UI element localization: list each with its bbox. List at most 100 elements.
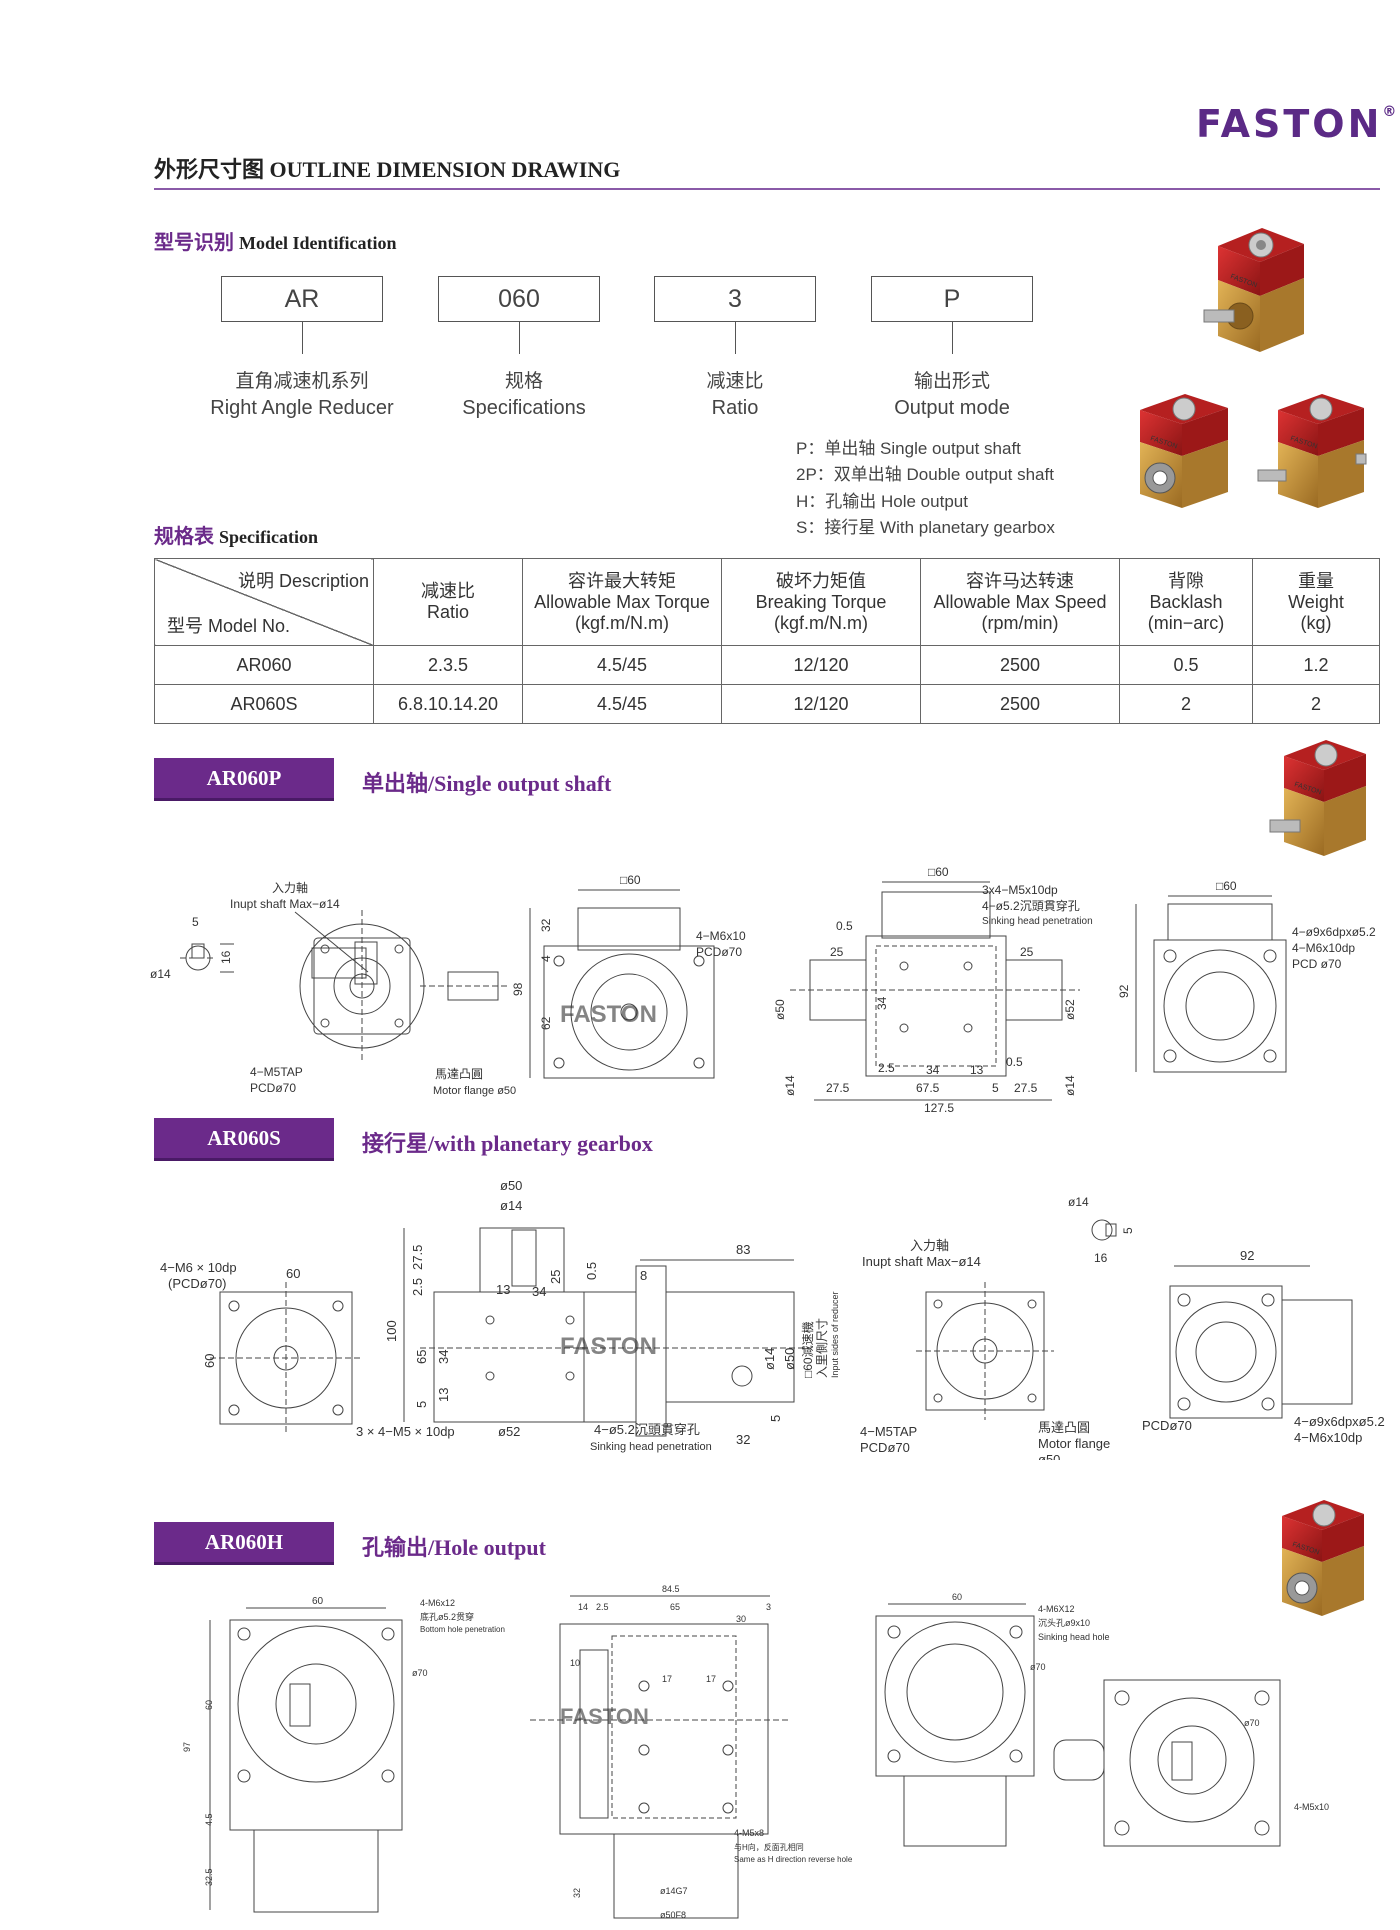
dim-label: Motor flange — [1038, 1436, 1110, 1451]
watermark: FASTON — [560, 1333, 657, 1360]
dim-label: 4.5 — [204, 1813, 214, 1826]
dim-label: 100 — [384, 1320, 399, 1342]
model-identification-title: 型号识别 Model Identification — [154, 232, 397, 254]
model-code-box: P — [871, 276, 1033, 322]
watermark: FASTON — [560, 1001, 657, 1028]
dim-label: 2.5 — [596, 1602, 609, 1612]
dim-label: ø14 — [150, 967, 171, 981]
dim-label: 92 — [1117, 984, 1131, 998]
dim-label: ø52 — [498, 1424, 520, 1439]
gearbox-photo-single: FASTON — [1203, 228, 1304, 352]
dim-label: (PCDø70) — [168, 1276, 227, 1291]
model-code-en: Right Angle Reducer — [210, 397, 394, 419]
dim-label: 60 — [312, 1596, 324, 1607]
dim-label: 16 — [219, 950, 233, 964]
dim-label: 34 — [532, 1284, 546, 1299]
dim-label: Input sides of reducer — [830, 1291, 840, 1378]
gearbox-photo-hole: FASTON — [1140, 394, 1228, 508]
dim-label: 27.5 — [410, 1245, 425, 1270]
dim-label: 60 — [952, 1592, 962, 1602]
dim-label: ø50F8 — [660, 1910, 686, 1920]
dim-label: 13 — [496, 1282, 510, 1297]
specification-title: 规格表 Specification — [154, 526, 318, 548]
output-option: 2P：双单出轴 Double output shaft — [796, 465, 1054, 484]
output-option: P：单出轴 Single output shaft — [796, 439, 1021, 458]
dim-label: 32.5 — [204, 1868, 214, 1886]
table-cell: 4.5/45 — [522, 684, 722, 724]
model-code-en: Ratio — [711, 397, 759, 419]
dim-label: 4−M6x10dp — [1292, 941, 1355, 955]
dim-label: ø70 — [412, 1668, 428, 1678]
dim-label: 8 — [640, 1268, 647, 1283]
dim-label: □60 — [620, 873, 641, 887]
dim-label: 32 — [572, 1888, 582, 1898]
dim-label: 34 — [436, 1350, 451, 1364]
dim-label: PCDø70 — [696, 945, 742, 959]
dim-label: 2.5 — [878, 1061, 895, 1075]
dim-label: 65 — [670, 1602, 680, 1612]
dim-label: 34 — [875, 996, 889, 1010]
brand-logo: FASTON® — [1196, 102, 1400, 146]
dim-label: 4−M5TAP — [860, 1424, 917, 1439]
dim-label: 62 — [539, 1016, 553, 1030]
dim-label: 65 — [414, 1350, 429, 1364]
table-cell: 2.3.5 — [373, 645, 523, 685]
dim-label: 10 — [570, 1658, 580, 1668]
dim-label: 30 — [736, 1614, 746, 1624]
dim-label: 17 — [662, 1674, 672, 1684]
dim-label: 17 — [706, 1674, 716, 1684]
dim-label: ø50 — [500, 1178, 522, 1193]
dim-label: 5 — [1121, 1227, 1135, 1234]
dim-label: 馬達凸圓 — [1038, 1420, 1090, 1435]
dim-label: ø52 — [1063, 999, 1077, 1020]
drawing-ar060p: 5 ø14 16 入力軸 Inupt shaft Max−ø14 4−M5TAP… — [150, 865, 1376, 1115]
dim-label: 入里側尺寸 — [815, 1318, 829, 1378]
table-cell: 2 — [1119, 684, 1253, 724]
connector-line — [952, 322, 953, 354]
dim-label: 0.5 — [836, 919, 853, 933]
dim-label: ø14 — [1068, 1195, 1089, 1209]
table-cell: 2500 — [920, 684, 1120, 724]
dim-label: 4-M6X12 — [1038, 1604, 1075, 1614]
dim-label: 4-M5x8 — [734, 1828, 764, 1838]
dim-label: Inupt shaft Max−ø14 — [230, 897, 340, 911]
diag-top-label: 说明 Description — [237, 571, 369, 591]
dim-label: 84.5 — [662, 1584, 680, 1594]
dim-label: ø70 — [1244, 1718, 1260, 1728]
drawing-ar060h: 60 97 60 4.5 32.5 4-M6x12 底孔ø5.2贯穿 Botto… — [182, 1584, 1329, 1920]
dim-label: 16 — [1094, 1251, 1108, 1265]
dim-label: 沉头孔ø9x10 — [1038, 1618, 1090, 1628]
dim-label: Sinking head penetration — [590, 1441, 712, 1453]
dim-label: PCDø70 — [860, 1440, 910, 1455]
dim-label: 4−M6 × 10dp — [160, 1260, 237, 1275]
section-title-ar060s: 接行星/with planetary gearbox — [362, 1131, 653, 1156]
dim-label: 4−M6x10 — [696, 929, 746, 943]
table-cell: AR060 — [154, 645, 374, 685]
dim-label: PCD ø70 — [1292, 957, 1342, 971]
connector-line — [519, 322, 520, 354]
dim-label: Bottom hole penetration — [420, 1625, 505, 1634]
dim-label: 127.5 — [924, 1101, 954, 1115]
dim-label: ø14 — [500, 1198, 522, 1213]
dim-label: 27.5 — [1014, 1081, 1038, 1095]
drawing-ar060s: 4−M6 × 10dp (PCDø70) 60 60 ø50 ø14 83 8 … — [160, 1178, 1385, 1460]
dim-label: 底孔ø5.2贯穿 — [420, 1611, 474, 1622]
model-code-box: 060 — [438, 276, 600, 322]
dim-label: 32 — [539, 918, 553, 932]
dim-label: 27.5 — [826, 1081, 850, 1095]
dim-label: ø50 — [773, 999, 787, 1020]
dim-label: 67.5 — [916, 1081, 940, 1095]
dim-label: PCDø70 — [1142, 1418, 1192, 1433]
table-cell: 2500 — [920, 645, 1120, 685]
table-cell: AR060S — [154, 684, 374, 724]
dim-label: ø14G7 — [660, 1886, 688, 1896]
dim-label: 3 × 4−M5 × 10dp — [356, 1424, 455, 1439]
dim-label: 3x4−M5x10dp — [982, 883, 1058, 897]
dim-label: 4−ø9x6dpxø5.2 — [1294, 1414, 1385, 1429]
dim-label: 25 — [548, 1270, 563, 1284]
